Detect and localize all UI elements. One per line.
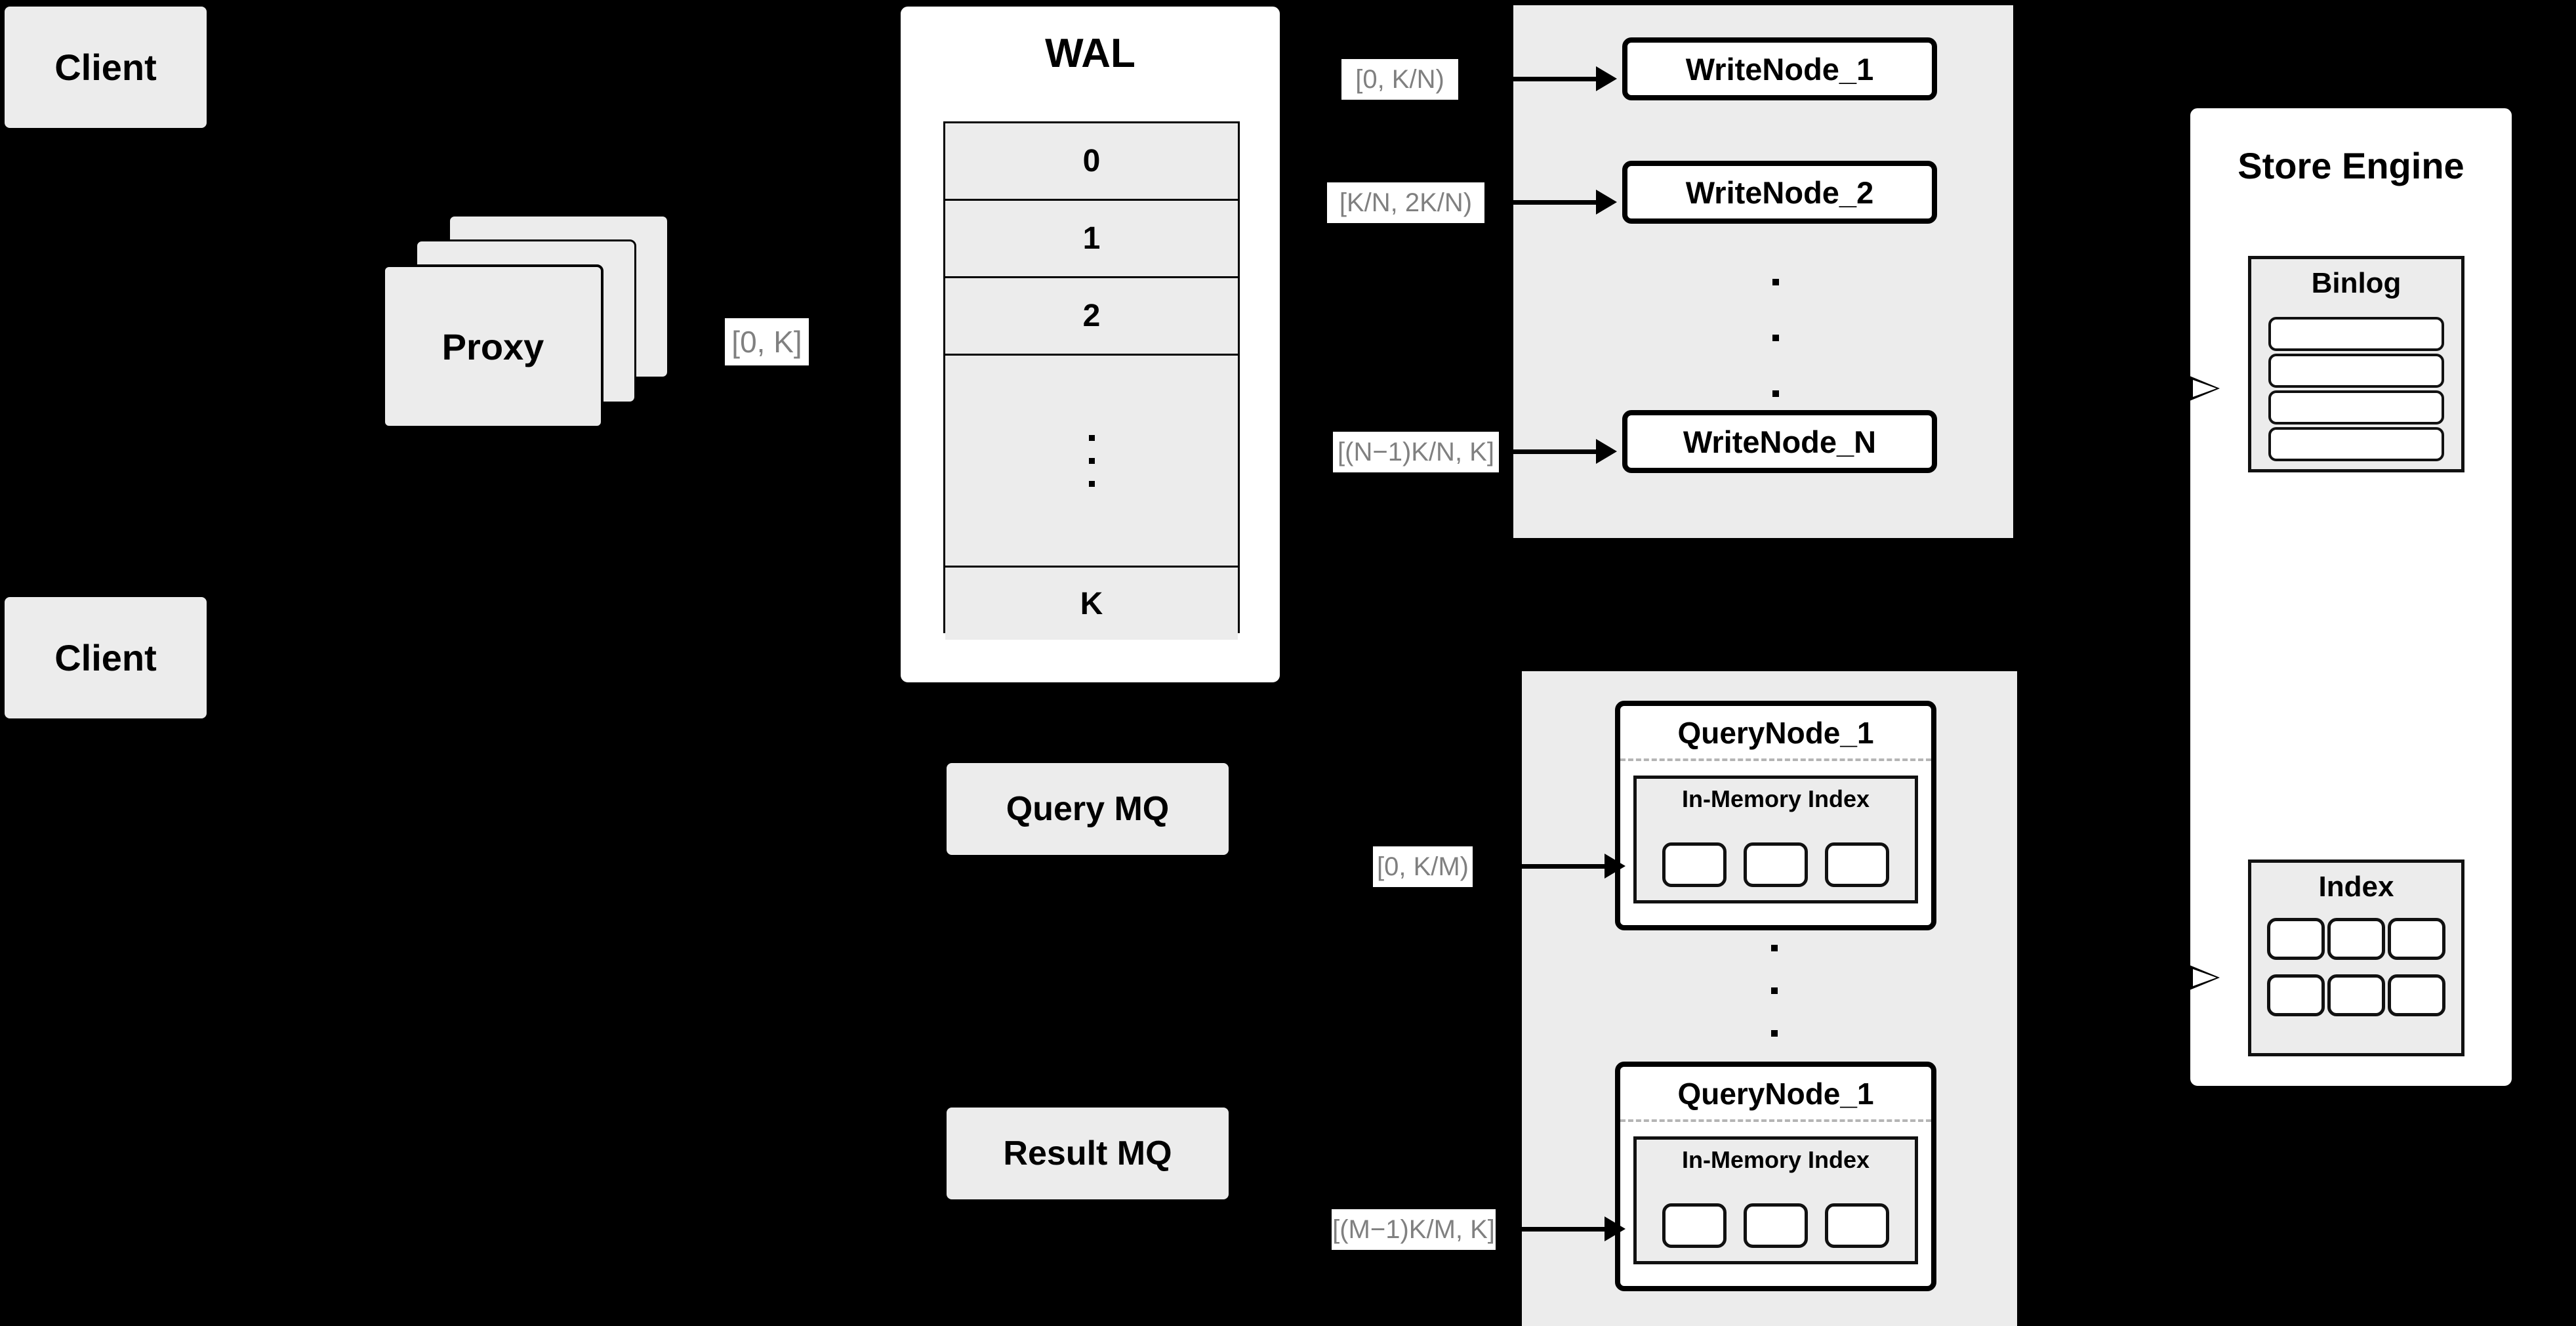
binlog-title: Binlog	[2311, 267, 2402, 299]
proxy-box[interactable]: Proxy	[382, 264, 603, 428]
store-index-slot[interactable]	[2267, 918, 2325, 960]
query-node-1-index-label: In-Memory Index	[1681, 785, 1870, 812]
store-index-slot[interactable]	[2388, 918, 2445, 960]
binlog-inflow-line	[2149, 387, 2190, 390]
wal-row-2[interactable]: 2	[945, 278, 1238, 356]
binlog-inflow-arrowhead	[2190, 376, 2220, 401]
wal-row-ellipsis	[945, 356, 1238, 568]
index-inflow-line	[2149, 951, 2190, 955]
client-label-2: Client	[54, 637, 157, 678]
binlog-panel: Binlog	[2248, 256, 2464, 472]
store-index-slot[interactable]	[2388, 974, 2445, 1016]
query-node-1[interactable]: QueryNode_1 In-Memory Index	[1615, 701, 1936, 930]
query-node-m-range-text: [(M−1)K/M, K]	[1332, 1214, 1495, 1244]
index-panel: Index	[2248, 860, 2464, 1056]
write-node-n-range-text: [(N−1)K/N, K]	[1338, 437, 1494, 466]
index-slot[interactable]	[1744, 842, 1808, 887]
wal-row-0[interactable]: 0	[945, 123, 1238, 201]
index-inflow-arrowhead	[2190, 965, 2220, 990]
query-node-1-range-label: [0, K/M)	[1373, 846, 1473, 887]
query-node-m-arrow-line	[1521, 1227, 1605, 1232]
write-node-1-arrow-line	[1512, 77, 1596, 81]
binlog-bar[interactable]	[2268, 390, 2444, 425]
client-label-1: Client	[54, 47, 157, 88]
query-node-1-divider	[1620, 758, 1931, 761]
ellipsis-dot	[1088, 457, 1095, 464]
query-node-m[interactable]: QueryNode_1 In-Memory Index	[1615, 1062, 1936, 1291]
index-title: Index	[2318, 871, 2394, 903]
write-node-1-label: WriteNode_1	[1685, 51, 1874, 87]
ellipsis-dot	[1771, 987, 1778, 994]
store-index-slot[interactable]	[2327, 974, 2385, 1016]
index-slot[interactable]	[1662, 842, 1727, 887]
query-mq-box[interactable]: Query MQ	[947, 763, 1229, 855]
write-node-n[interactable]: WriteNode_N	[1622, 410, 1937, 473]
wal-cell-1: 1	[1082, 221, 1101, 256]
wal-cell-2: 2	[1082, 299, 1101, 333]
index-slot[interactable]	[1744, 1203, 1808, 1248]
client-box-1[interactable]: Client	[5, 7, 207, 128]
wal-cell-k: K	[1080, 586, 1103, 621]
binlog-bar[interactable]	[2268, 354, 2444, 388]
result-mq-label: Result MQ	[1003, 1134, 1172, 1172]
client-box-2[interactable]: Client	[5, 597, 207, 718]
ellipsis-dot	[1772, 335, 1779, 341]
binlog-bar[interactable]	[2268, 427, 2444, 461]
proxy-label: Proxy	[441, 325, 544, 367]
wal-cell-0: 0	[1082, 144, 1101, 178]
write-node-2[interactable]: WriteNode_2	[1622, 161, 1937, 224]
query-cluster-ellipsis	[1770, 945, 1779, 1037]
query-node-m-arrow-head	[1605, 1216, 1625, 1241]
ellipsis-dot	[1771, 945, 1778, 951]
query-node-m-inmemory-index: In-Memory Index	[1633, 1136, 1918, 1264]
ellipsis-dot	[1771, 1030, 1778, 1037]
result-mq-box[interactable]: Result MQ	[947, 1108, 1229, 1199]
ellipsis-dot	[1772, 390, 1779, 397]
write-node-2-range-label: [K/N, 2K/N)	[1327, 182, 1484, 223]
wal-panel: WAL 0 1 2 K	[897, 3, 1283, 686]
proxy-output-range-text: [0, K]	[731, 325, 802, 359]
query-node-1-range-text: [0, K/M)	[1376, 852, 1469, 881]
query-node-m-label: QueryNode_1	[1677, 1077, 1874, 1111]
write-node-n-label: WriteNode_N	[1683, 424, 1877, 459]
wal-title: WAL	[1045, 31, 1135, 76]
index-slot[interactable]	[1825, 842, 1889, 887]
write-node-n-range-label: [(N−1)K/N, K]	[1333, 432, 1499, 472]
write-node-2-arrow-head	[1596, 190, 1617, 215]
write-node-1[interactable]: WriteNode_1	[1622, 37, 1937, 100]
query-node-1-label: QueryNode_1	[1677, 716, 1874, 750]
query-node-1-inmemory-index: In-Memory Index	[1633, 776, 1918, 903]
query-node-m-index-label: In-Memory Index	[1681, 1146, 1870, 1173]
write-node-1-range-text: [0, K/N)	[1355, 64, 1444, 94]
index-slot[interactable]	[1825, 1203, 1889, 1248]
query-node-m-range-label: [(M−1)K/M, K]	[1332, 1209, 1496, 1250]
query-node-m-divider	[1620, 1119, 1931, 1122]
store-index-slot[interactable]	[2267, 974, 2325, 1016]
ellipsis-dot	[1088, 434, 1095, 441]
query-node-1-arrow-head	[1605, 854, 1625, 879]
write-node-1-arrow-head	[1596, 66, 1617, 91]
write-node-1-range-label: [0, K/N)	[1341, 59, 1458, 100]
query-mq-label: Query MQ	[1006, 790, 1170, 828]
index-slot[interactable]	[1662, 1203, 1727, 1248]
wal-table: 0 1 2 K	[943, 121, 1240, 640]
write-cluster-ellipsis	[1771, 279, 1780, 397]
store-index-slot[interactable]	[2327, 918, 2385, 960]
ellipsis-dot	[1772, 279, 1779, 285]
store-engine-title: Store Engine	[2238, 145, 2464, 186]
wal-row-k[interactable]: K	[945, 568, 1238, 640]
write-node-2-label: WriteNode_2	[1685, 175, 1874, 210]
proxy-output-range-label: [0, K]	[725, 318, 809, 365]
write-node-2-arrow-line	[1512, 200, 1596, 205]
store-engine-panel: Store Engine Binlog Index	[2187, 105, 2515, 1089]
ellipsis-dot	[1088, 480, 1095, 487]
query-node-1-arrow-line	[1521, 864, 1605, 869]
write-node-n-arrow-line	[1512, 449, 1596, 454]
write-node-n-arrow-head	[1596, 439, 1617, 464]
write-node-2-range-text: [K/N, 2K/N)	[1339, 188, 1473, 217]
binlog-bar[interactable]	[2268, 317, 2444, 351]
wal-row-1[interactable]: 1	[945, 201, 1238, 278]
